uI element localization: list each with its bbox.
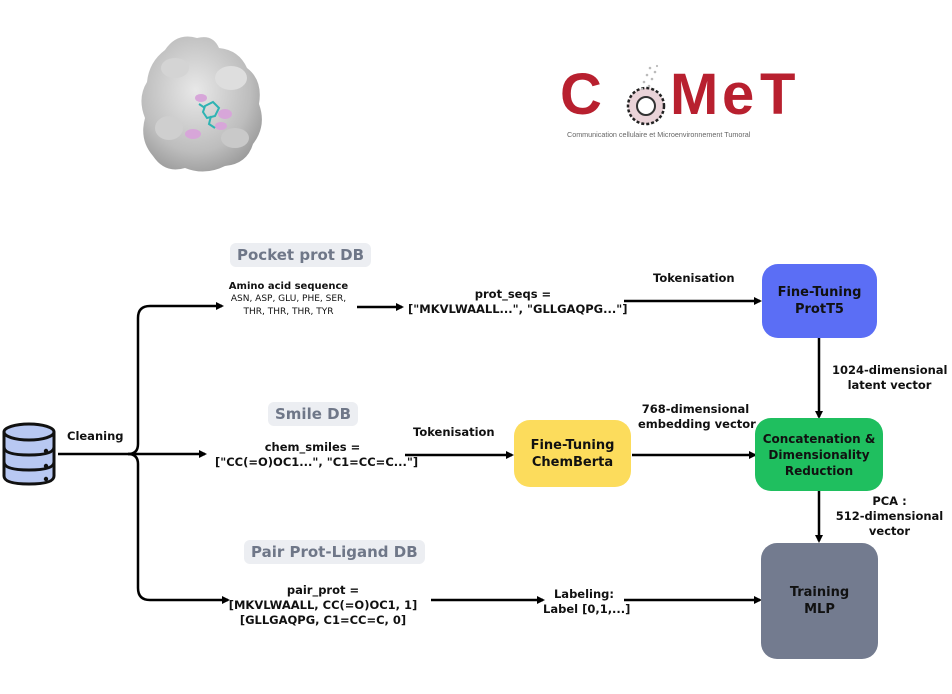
node-fine-tuning-prott5: Fine-Tuning ProtT5: [762, 264, 877, 338]
amino-acid-line-2: THR, THR, THR, TYR: [243, 307, 334, 317]
prott5-line-1: Fine-Tuning: [777, 285, 862, 300]
node-concatenation-reduction: Concatenation & Dimensionality Reduction: [755, 418, 883, 491]
prot-seqs-var: prot_seqs =: [474, 287, 552, 301]
pair-prot-var: pair_prot =: [286, 583, 360, 597]
chem-smiles-value: ["CC(=O)OC1...", "C1=CC=C..."]: [215, 455, 419, 469]
pca-line-2: 512-dimensional: [835, 509, 944, 523]
node-training-mlp: Training MLP: [761, 543, 878, 659]
tokenisation-label-prot: Tokenisation: [653, 271, 735, 285]
embedding-vector-label: 768-dimensional embedding vector: [638, 402, 756, 432]
comet-subtitle: Communication cellulaire et Microenviron…: [567, 130, 751, 139]
smile-db-title: Smile DB: [268, 402, 358, 426]
chemberta-line-1: Fine-Tuning: [530, 437, 615, 453]
concat-line-2: Dimensionality: [768, 447, 870, 462]
database-icon: [2, 422, 56, 486]
pca-line-3: vector: [868, 524, 911, 538]
embedding-line-2: embedding vector: [638, 417, 756, 431]
pair-prot-ligand-db-title: Pair Prot-Ligand DB: [244, 540, 425, 564]
labeling-line-2: Label [0,1,...]: [543, 602, 631, 616]
pocket-prot-db-title: Pocket prot DB: [230, 243, 372, 267]
pca-label: PCA : 512-dimensional vector: [832, 494, 947, 539]
concat-line-1: Concatenation &: [762, 431, 876, 446]
comet-cell-icon: [626, 64, 666, 126]
tokenisation-label-smiles: Tokenisation: [413, 425, 495, 439]
cleaning-label: Cleaning: [67, 429, 124, 443]
labeling-block: Labeling: Label [0,1,...]: [543, 587, 631, 617]
pca-line-1: PCA :: [872, 494, 907, 508]
latent-vector-label: 1024-dimensional latent vector: [832, 363, 948, 393]
comet-letter-e: e: [722, 62, 755, 127]
edge-split-to-pair: [127, 452, 230, 604]
pair-prot-row-1: [MKVLWAALL, CC(=O)OC1, 1]: [228, 598, 418, 612]
latent-line-1: 1024-dimensional: [832, 363, 948, 377]
prot-seqs-block: prot_seqs = ["MKVLWAALL...", "GLLGAQPG..…: [408, 287, 628, 317]
comet-logo: C M e T Communication cellulaire et Micr…: [560, 62, 810, 144]
comet-letter-c: C: [560, 62, 602, 127]
protein-surface-icon: [141, 36, 262, 172]
amino-acid-heading: Amino acid sequence: [228, 281, 349, 292]
chemberta-line-2: ChemBerta: [531, 454, 614, 470]
node-fine-tuning-chemberta: Fine-Tuning ChemBerta: [514, 420, 631, 487]
latent-line-2: latent vector: [847, 378, 932, 392]
amino-acid-line-1: ASN, ASP, GLU, PHE, SER,: [230, 294, 347, 304]
pair-prot-block: pair_prot = [MKVLWAALL, CC(=O)OC1, 1] [G…: [228, 583, 418, 628]
protein-structure-image: [135, 28, 270, 178]
concat-line-3: Reduction: [784, 463, 854, 478]
amino-acid-block: Amino acid sequence ASN, ASP, GLU, PHE, …: [226, 280, 351, 319]
labeling-line-1: Labeling:: [553, 587, 615, 601]
chem-smiles-block: chem_smiles = ["CC(=O)OC1...", "C1=CC=C.…: [215, 440, 419, 470]
prot-seqs-value: ["MKVLWAALL...", "GLLGAQPG..."]: [408, 302, 628, 316]
embedding-line-1: 768-dimensional: [641, 402, 750, 416]
mlp-line-2: MLP: [804, 602, 835, 617]
prott5-line-2: ProtT5: [794, 302, 844, 317]
pair-prot-row-2: [GLLGAQPG, C1=CC=C, 0]: [239, 613, 407, 627]
edge-split-to-pocket: [127, 302, 224, 456]
mlp-line-1: Training: [789, 585, 850, 600]
comet-letter-m: M: [670, 62, 719, 127]
chem-smiles-var: chem_smiles =: [264, 440, 361, 454]
source-database: [0, 420, 58, 488]
comet-letter-t: T: [760, 62, 796, 127]
